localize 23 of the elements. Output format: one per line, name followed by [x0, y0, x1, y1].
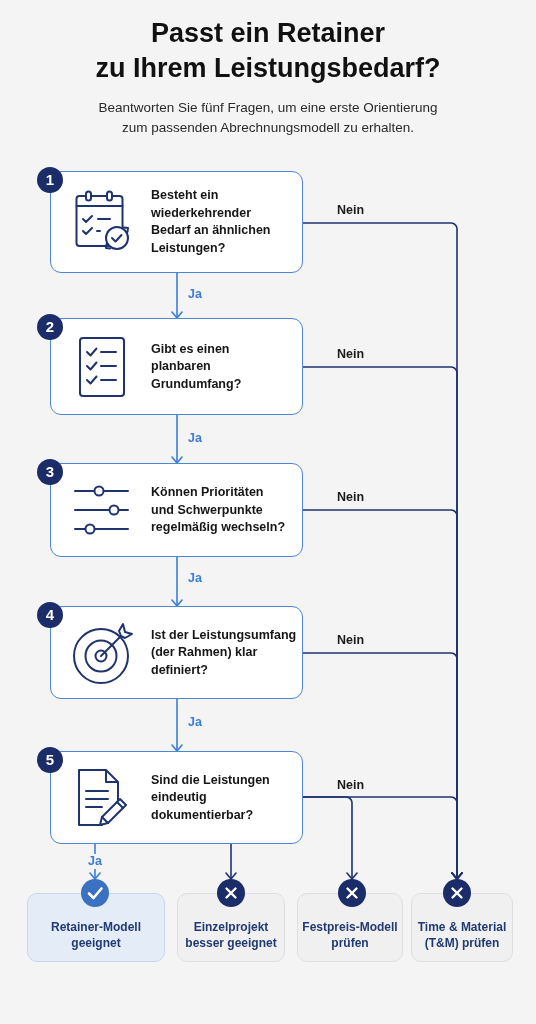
question-text: Ist der Leistungsumfang (der Rahmen) klar definiert?: [151, 626, 298, 679]
step-number: 1: [37, 167, 63, 193]
flow-arrow: [302, 796, 463, 880]
question-text: Sind die Leistungen eindeutig dokumentierbar?: [151, 771, 271, 824]
flow-arrow: [171, 414, 183, 464]
subtitle: Beantworten Sie fünf Fragen, um eine erste Orientierung zum passenden Abrechnungsmodell zu erhalten.: [97, 99, 439, 137]
step-number: 4: [37, 602, 63, 628]
question-text: Besteht ein wiederkehrender Bedarf an ähnlichen Leistungen?: [151, 187, 272, 257]
question-text: Können Prioritäten und Schwerpunkte regelmäßig wechseln?: [151, 483, 287, 536]
step-number: 2: [37, 314, 63, 340]
question-text: Gibt es einen planbaren Grundumfang?: [151, 340, 243, 393]
flow-arrow: [171, 272, 183, 319]
title: Passt ein Retainer zu Ihrem Leistungsbedarf?: [94, 17, 442, 85]
flow-arrow: [171, 698, 183, 752]
result-text: Retainer-Modell geeignet: [50, 918, 142, 951]
step-number: 3: [37, 459, 63, 485]
step-number: 5: [37, 747, 63, 773]
result-text: Time & Material (T&M) prüfen: [417, 918, 507, 951]
result-text: Festpreis-Modell prüfen: [301, 918, 399, 951]
flow-arrow: [171, 556, 183, 607]
result-text: Einzelprojekt besser geeignet: [184, 918, 278, 951]
flow-arrow: [225, 843, 237, 880]
edge-label: Ja: [86, 853, 104, 869]
